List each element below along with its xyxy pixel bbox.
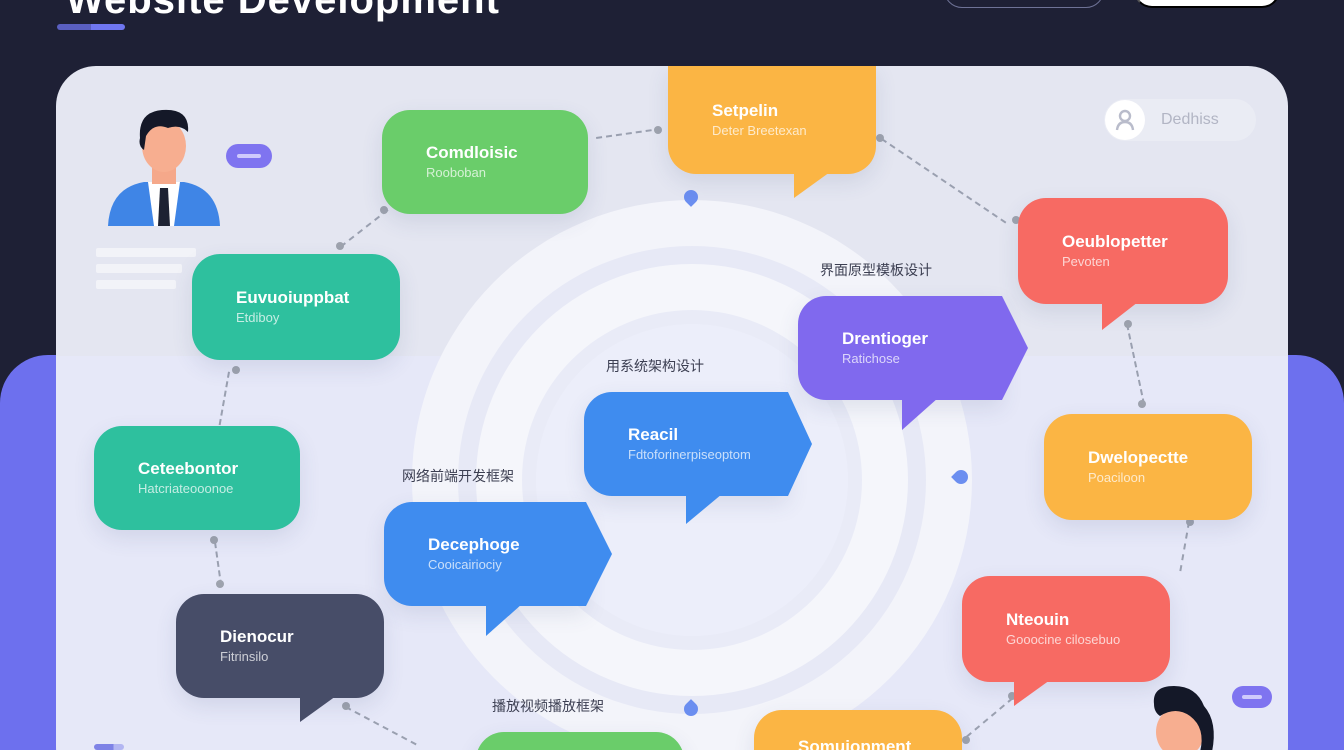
connector-dot [336, 242, 344, 250]
bubble-node[interactable]: Comdloisic Rooboban [382, 110, 588, 214]
bubble-node[interactable]: Euvuoiuppbat Etdiboy [192, 254, 400, 360]
connector-dot [210, 536, 218, 544]
legend-bar [94, 744, 124, 750]
bubble-node[interactable]: Setpelin Deter Breetexan [668, 66, 876, 174]
bubble-node[interactable]: Ceteebontor Hatcriateooonoe [94, 426, 300, 530]
get-started-button[interactable]: Get Started [1134, 0, 1280, 8]
typing-indicator-chip [1232, 686, 1272, 708]
connector-dot [654, 126, 662, 134]
bubble-subtitle: Pevoten [1062, 254, 1110, 269]
connector-dot [380, 206, 388, 214]
bubble-arrow [586, 502, 612, 606]
connector-dot [876, 134, 884, 142]
bubble-subtitle: Etdiboy [236, 310, 280, 325]
bubble-node[interactable]: Drentioger Ratichose [798, 296, 1002, 400]
bubble-subtitle: Fdtoforinerpiseoptom [628, 447, 751, 462]
bubble-title: Decephoge [428, 535, 520, 554]
bubble-title: Dienocur [220, 627, 294, 646]
connector-dot [1012, 216, 1020, 224]
center-label: 网络前端开发框架 [402, 469, 514, 485]
bubble-title: Somuiopment [798, 737, 912, 750]
connector-dot [216, 580, 224, 588]
bubble-title: Setpelin [712, 101, 779, 120]
bubble-title: Euvuoiuppbat [236, 288, 350, 307]
bubble-subtitle: Gooocine cilosebuo [1006, 632, 1121, 647]
page-title: Website Development [66, 0, 500, 22]
bubble-node[interactable] [476, 732, 684, 750]
bubble-tail [686, 494, 722, 524]
bubble-arrow [1002, 296, 1028, 400]
connector-dot [342, 702, 350, 710]
connector-dot [1186, 518, 1194, 526]
bubble-title: Oeublopetter [1062, 232, 1168, 251]
bubble-node[interactable]: Somuiopment [754, 710, 962, 750]
bubble-title: Drentioger [842, 329, 928, 348]
bubble-node[interactable]: Decephoge Cooicairiociy [384, 502, 586, 606]
bubble-arrow [788, 392, 812, 496]
center-label: 用系统架构设计 [606, 359, 704, 375]
title-underline [57, 24, 125, 30]
bubble-node[interactable]: Dwelopectte Poaciloon [1044, 414, 1252, 520]
typing-indicator-chip [226, 144, 272, 168]
bubble-tail [1014, 680, 1050, 706]
bubble-subtitle: Poaciloon [1088, 470, 1146, 485]
center-label: 界面原型模板设计 [820, 263, 932, 279]
bubble-tail [902, 398, 938, 430]
learn-more-button[interactable]: Learn More [944, 0, 1104, 8]
bubble-title: Dwelopectte [1088, 448, 1189, 467]
connector-dot [1008, 692, 1016, 700]
connector-line [880, 138, 1007, 224]
bubble-subtitle: Deter Breetexan [712, 123, 807, 138]
bubble-node[interactable]: Dienocur Fitrinsilo [176, 594, 384, 698]
developer-avatar-icon [108, 109, 220, 226]
connector-dot [962, 736, 970, 744]
bubble-subtitle: Fitrinsilo [220, 649, 269, 664]
connector-dot [232, 366, 240, 374]
bubble-tail [1102, 302, 1138, 330]
bubble-subtitle: Cooicairiociy [428, 557, 502, 572]
bubble-tail [486, 604, 522, 636]
connector-dot [1138, 400, 1146, 408]
connector-line [596, 127, 662, 139]
bubble-node[interactable]: Nteouin Gooocine cilosebuo [962, 576, 1170, 682]
user-avatar [1105, 100, 1145, 140]
bubble-tail [794, 172, 830, 198]
bubble-node[interactable]: Reacil Fdtoforinerpiseoptom [584, 392, 788, 496]
center-label: 播放视频播放框架 [492, 699, 604, 715]
user-chip-label: Dedhiss [1161, 111, 1219, 128]
placeholder-text-lines [96, 248, 196, 296]
bubble-title: Comdloisic [426, 143, 518, 162]
bubble-title: Reacil [628, 425, 679, 444]
bubble-title: Nteouin [1006, 610, 1070, 629]
bubble-title: Ceteebontor [138, 459, 239, 478]
user-icon [1115, 109, 1135, 131]
diagram-canvas: Dedhiss 用系统架构设计 网络前端开发框架 界面原型模板设计 播放视频播放… [56, 66, 1288, 750]
bubble-subtitle: Rooboban [426, 165, 486, 180]
connector-line [340, 209, 389, 248]
user-chip[interactable]: Dedhiss [1104, 99, 1256, 141]
bubble-tail [300, 696, 336, 722]
bubble-subtitle: Ratichose [842, 351, 900, 366]
developer-avatar-icon [1153, 686, 1214, 750]
bubble-node[interactable]: Oeublopetter Pevoten [1018, 198, 1228, 304]
bubble-subtitle: Hatcriateooonoe [138, 481, 234, 496]
